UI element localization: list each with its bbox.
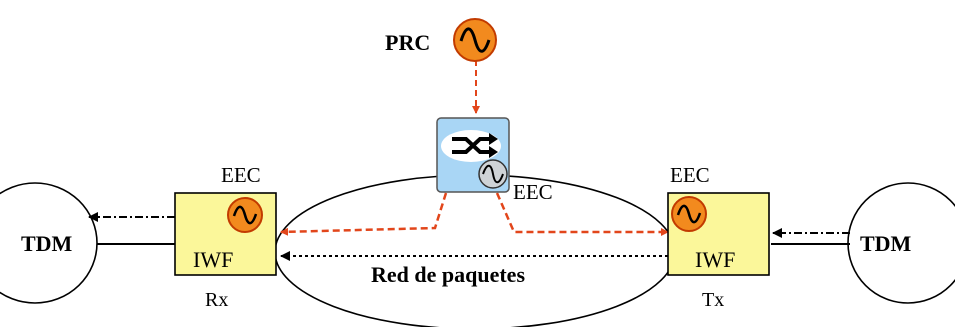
- switch-icon: [452, 133, 498, 158]
- tdm-right-label: TDM: [860, 231, 912, 256]
- iwf-tx-label: IWF: [695, 247, 735, 272]
- prc-clock-icon: [453, 18, 497, 62]
- rx-label: Rx: [205, 289, 228, 311]
- eec-tx-clock-icon: [671, 196, 707, 232]
- eec-tx-label: EEC: [670, 163, 710, 187]
- packet-network: [274, 174, 676, 327]
- timing-switch-to-tx: [495, 192, 669, 236]
- eec-switch-clock-icon: [478, 159, 508, 189]
- tx-label: Tx: [702, 289, 724, 311]
- timing-switch-to-rx: [280, 192, 448, 236]
- eec-rx-clock-icon: [227, 197, 263, 233]
- packet-network-label: Red de paquetes: [371, 262, 525, 287]
- tdm-left-label: TDM: [21, 231, 73, 256]
- eec-rx-label: EEC: [221, 163, 261, 187]
- iwf-rx-label: IWF: [193, 247, 233, 272]
- eec-switch-label: EEC: [513, 180, 553, 204]
- prc-label: PRC: [385, 30, 430, 55]
